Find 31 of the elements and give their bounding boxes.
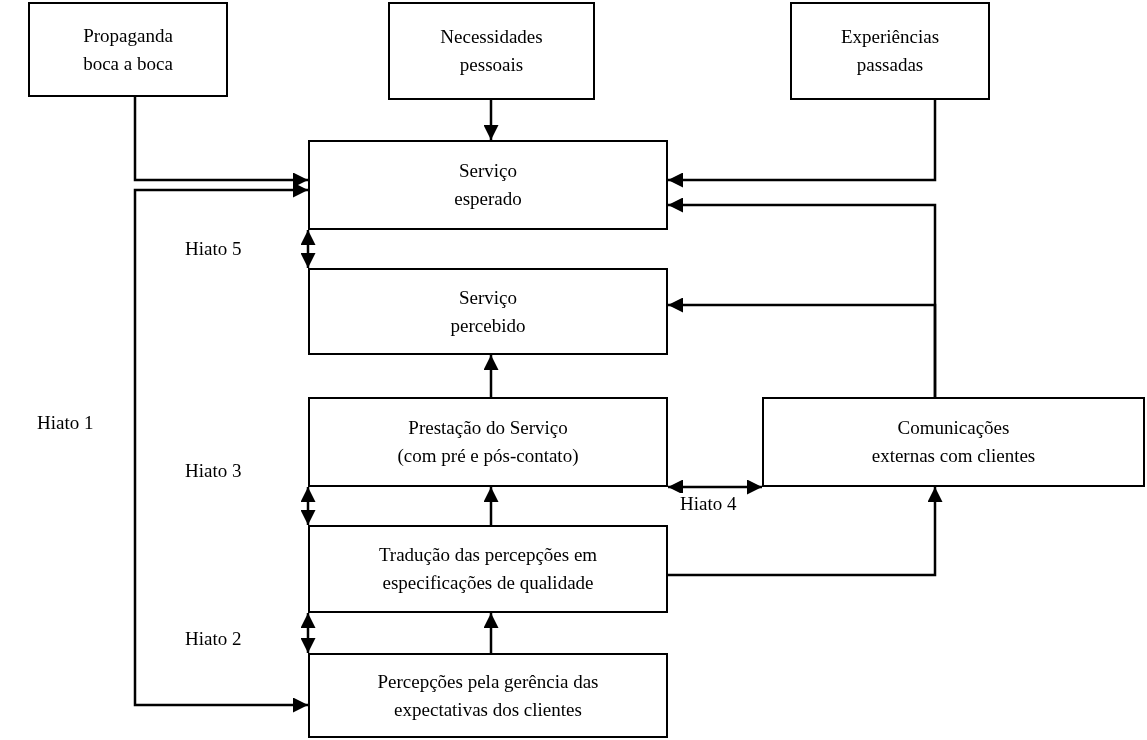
arrow	[668, 487, 943, 577]
box-text: Necessidades pessoais	[439, 25, 544, 77]
process-box	[308, 397, 668, 487]
box-text: Comunicações externas com clientes	[870, 416, 1037, 468]
process-box	[28, 2, 228, 97]
arrow	[300, 613, 316, 653]
process-box	[308, 653, 668, 738]
process-box	[790, 2, 990, 100]
arrow	[668, 297, 937, 397]
box-text: Percepções pela gerência das expectativas dos clientes	[376, 669, 600, 722]
arrow	[133, 182, 308, 713]
arrow	[483, 355, 499, 397]
arrow	[668, 479, 762, 495]
process-box	[308, 140, 668, 230]
arrow	[483, 487, 499, 525]
arrow	[668, 100, 937, 188]
arrow	[300, 230, 316, 268]
box-text: Serviço esperado	[453, 159, 523, 211]
arrow	[300, 487, 316, 525]
box-text: Prestação do Serviço (com pré e pós-contato)	[396, 416, 580, 468]
arrow	[133, 97, 308, 188]
box-text: Tradução das percepções em especificações de qualidade	[377, 543, 599, 595]
process-box	[308, 268, 668, 355]
box-text: Propaganda boca a boca	[82, 23, 174, 76]
process-box	[388, 2, 595, 100]
arrow	[483, 613, 499, 653]
process-box	[762, 397, 1145, 487]
process-box	[308, 525, 668, 613]
arrow	[483, 100, 499, 140]
box-text: Experiências passadas	[839, 25, 941, 77]
box-text: Serviço percebido	[449, 285, 527, 338]
